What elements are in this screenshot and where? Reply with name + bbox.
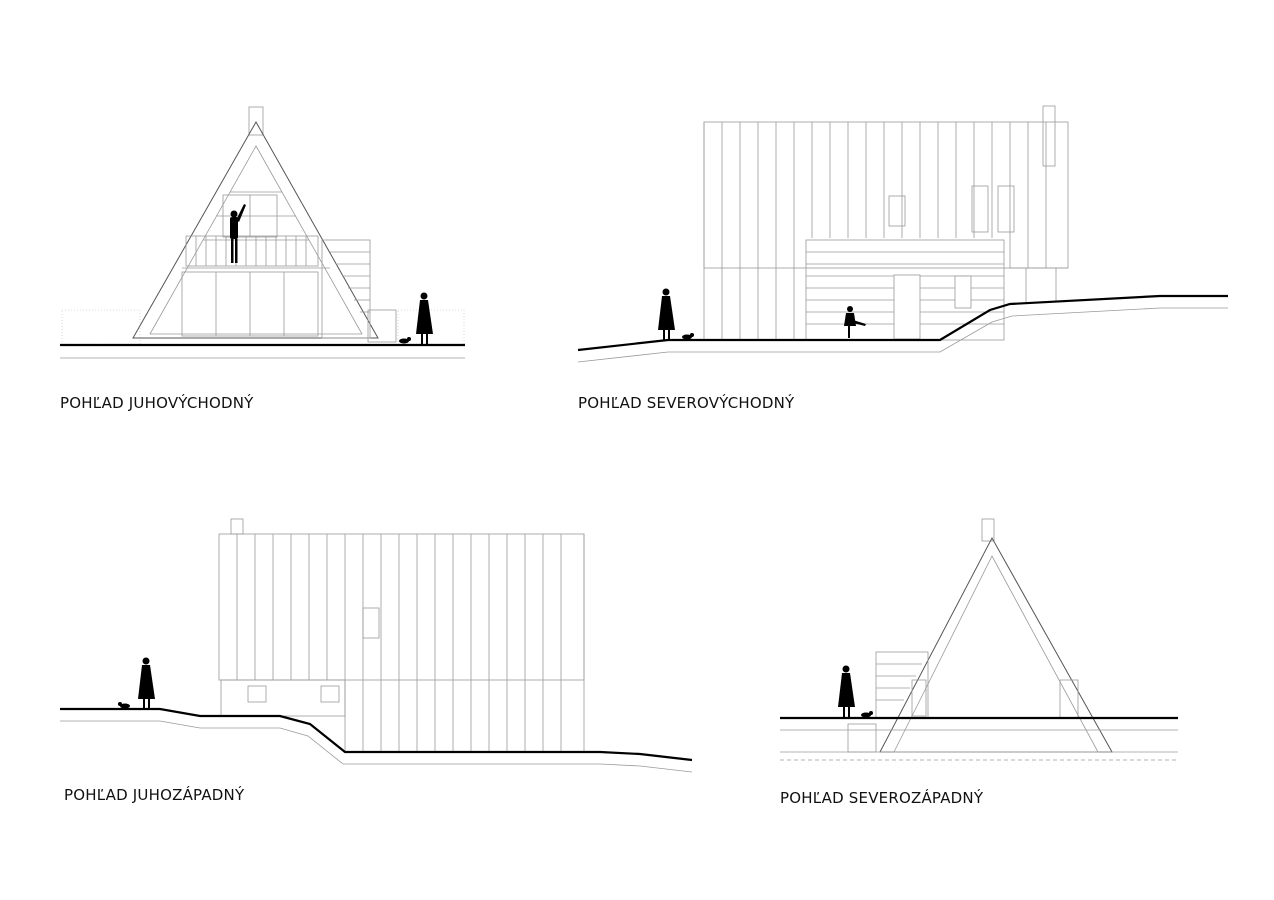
a-frame-outer — [132, 120, 379, 339]
chimney — [981, 518, 995, 542]
side-annex — [875, 651, 929, 719]
human-figure-woman — [658, 288, 675, 340]
side-annex — [321, 239, 371, 339]
balcony-railing — [185, 235, 319, 267]
a-frame-outer — [879, 536, 1113, 753]
dog-silhouette — [399, 337, 411, 344]
chimney — [1042, 105, 1056, 167]
window — [247, 685, 267, 703]
chimney — [230, 518, 244, 535]
roof-standing-seams — [236, 534, 562, 752]
elevation-southwest — [60, 518, 693, 773]
roof-window — [997, 185, 1015, 233]
human-figure-woman — [416, 292, 433, 344]
lower-volume — [220, 679, 346, 717]
roof-window — [888, 195, 906, 227]
caption-southwest: POHĽAD JUHOZÁPADNÝ — [64, 786, 245, 804]
roof-standing-seams — [721, 122, 1047, 340]
human-figure-woman — [138, 657, 155, 709]
caption-northwest: POHĽAD SEVEROZÁPADNÝ — [780, 789, 984, 807]
terrain-hatch-left — [61, 309, 141, 345]
roof-window — [971, 185, 989, 233]
caption-northeast: POHĽAD SEVEROVÝCHODNÝ — [578, 394, 795, 412]
roof-window — [362, 607, 380, 639]
door — [893, 274, 921, 340]
window — [954, 275, 972, 309]
human-figure-woman — [838, 665, 855, 717]
roof-face — [703, 121, 1069, 269]
window — [320, 685, 340, 703]
human-figure-balcony — [230, 204, 246, 263]
window — [911, 679, 927, 717]
elevation-northwest — [780, 518, 1178, 761]
entry-steps — [367, 309, 397, 343]
basement-steps — [847, 723, 877, 753]
a-frame-inner — [893, 555, 1099, 753]
chimney — [248, 106, 264, 136]
roof-face — [218, 533, 585, 681]
dog-silhouette — [682, 333, 694, 340]
caption-southeast: POHĽAD JUHOVÝCHODNÝ — [60, 394, 254, 412]
dog-silhouette — [861, 711, 873, 718]
elevation-northeast — [577, 105, 1228, 363]
elevation-southeast — [60, 106, 465, 359]
ground-line — [60, 707, 693, 762]
child-figure — [844, 306, 866, 338]
dog-silhouette — [118, 702, 130, 709]
